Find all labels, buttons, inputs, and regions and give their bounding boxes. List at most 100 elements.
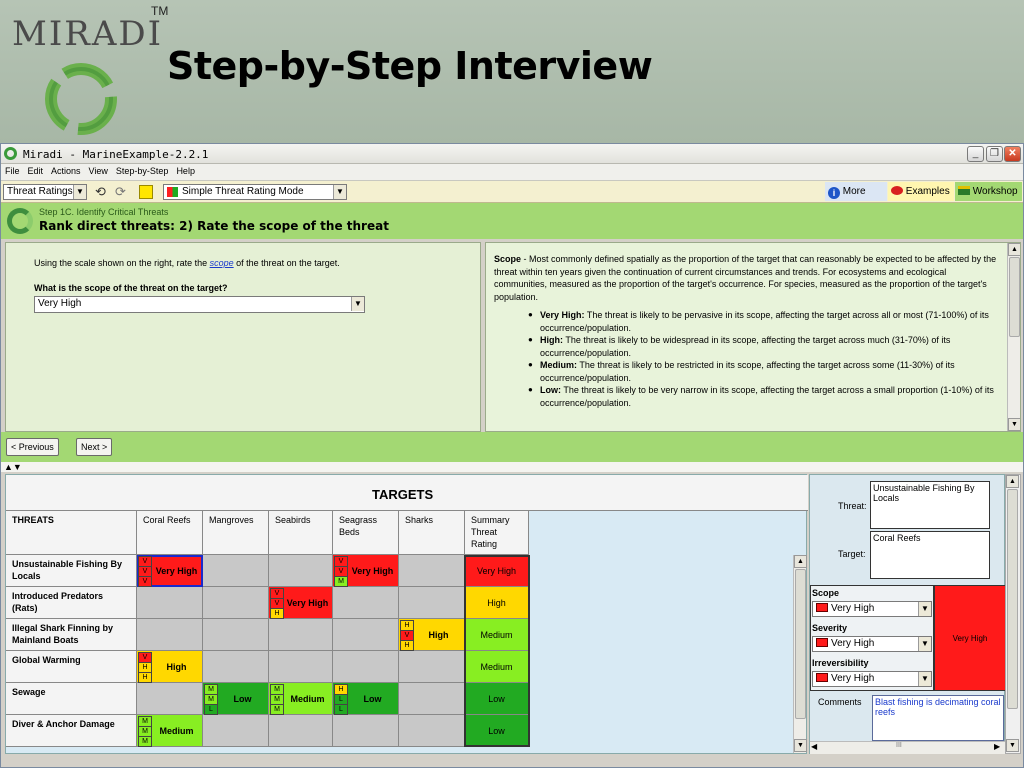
examples-label: Examples — [905, 186, 950, 197]
empty-rating-cell[interactable] — [399, 715, 465, 747]
empty-rating-cell[interactable] — [203, 651, 269, 683]
target-column-header[interactable]: Summary Threat Rating — [465, 511, 529, 555]
view-select[interactable]: Threat Ratings ▼ — [3, 184, 87, 200]
scroll-left-icon[interactable]: ◀ — [811, 742, 818, 751]
scroll-thumb[interactable]: III — [896, 742, 902, 749]
scroll-up-icon[interactable]: ▲ — [1008, 243, 1020, 256]
scope-definition: Scope - Most commonly defined spatially … — [494, 253, 999, 409]
empty-rating-cell[interactable] — [269, 619, 333, 651]
scope-select[interactable]: Very High ▼ — [812, 601, 932, 617]
empty-rating-cell[interactable] — [137, 619, 203, 651]
previous-button[interactable]: < Previous — [6, 438, 59, 456]
empty-rating-cell[interactable] — [399, 683, 465, 715]
mode-select[interactable]: Simple Threat Rating Mode ▼ — [163, 184, 347, 200]
target-column-header[interactable]: Mangroves — [203, 511, 269, 555]
menu-edit[interactable]: Edit — [27, 166, 44, 176]
side-h-scrollbar[interactable]: ◀ III ▶ — [810, 741, 1006, 754]
next-button[interactable]: Next > — [76, 438, 113, 456]
color-swatch-icon[interactable] — [139, 185, 153, 199]
window-titlebar[interactable]: Miradi - MarineExample-2.2.1 _ ❐ ✕ — [1, 144, 1023, 164]
maximize-button[interactable]: ❐ — [986, 146, 1003, 162]
examples-button[interactable]: Examples — [888, 182, 954, 201]
empty-rating-cell[interactable] — [203, 619, 269, 651]
definition-scrollbar[interactable]: ▲ ▼ — [1007, 243, 1020, 431]
workshop-label: Workshop — [972, 186, 1018, 197]
severity-select[interactable]: Very High ▼ — [812, 636, 932, 652]
empty-rating-cell[interactable] — [203, 715, 269, 747]
menu-view[interactable]: View — [88, 166, 108, 176]
scroll-thumb[interactable] — [1007, 489, 1018, 709]
empty-rating-cell[interactable] — [333, 651, 399, 683]
target-column-header[interactable]: Sharks — [399, 511, 465, 555]
comments-field[interactable]: Blast fishing is decimating coral reefs — [872, 695, 1004, 741]
mode-select-value: Simple Threat Rating Mode — [182, 186, 304, 197]
scroll-down-icon[interactable]: ▼ — [794, 739, 807, 752]
minimize-button[interactable]: _ — [967, 146, 984, 162]
menu-actions[interactable]: Actions — [51, 166, 81, 176]
target-column-header[interactable]: Seabirds — [269, 511, 333, 555]
threat-row-header[interactable]: Global Warming — [6, 651, 137, 683]
list-item: High: The threat is likely to be widespr… — [528, 334, 999, 359]
undo-icon[interactable]: ⟲ — [95, 184, 106, 199]
rating-label: Low — [233, 693, 252, 704]
scroll-thumb[interactable] — [795, 569, 806, 719]
empty-rating-cell[interactable] — [203, 555, 269, 587]
empty-rating-cell[interactable] — [269, 715, 333, 747]
threat-row-header[interactable]: Illegal Shark Finning by Mainland Boats — [6, 619, 137, 651]
scroll-down-icon[interactable]: ▼ — [1008, 418, 1020, 431]
close-button[interactable]: ✕ — [1004, 146, 1021, 162]
scroll-right-icon[interactable]: ▶ — [994, 742, 1001, 751]
redo-icon[interactable]: ⟳ — [115, 184, 126, 199]
target-name-field[interactable]: Coral Reefs — [870, 531, 990, 579]
empty-rating-cell[interactable] — [333, 619, 399, 651]
empty-rating-cell[interactable] — [137, 587, 203, 619]
target-column-header[interactable]: Seagrass Beds — [333, 511, 399, 555]
split-divider[interactable]: ▲▼ — [1, 462, 1023, 472]
slide-header — [0, 0, 1024, 143]
empty-rating-cell[interactable] — [399, 555, 465, 587]
rating-label: Very High — [351, 565, 394, 576]
grid-scrollbar[interactable]: ▲ ▼ — [793, 555, 807, 753]
workshop-button[interactable]: Workshop — [955, 182, 1022, 201]
side-panel-scrollbar[interactable]: ▲ ▼ — [1005, 474, 1021, 754]
chevron-down-icon: ▼ — [73, 185, 86, 199]
window-title: Miradi - MarineExample-2.2.1 — [23, 148, 209, 161]
more-info-button[interactable]: i More Info — [825, 182, 887, 216]
step-subtitle: Step 1C. Identify Critical Threats — [39, 207, 169, 217]
empty-rating-cell[interactable] — [269, 651, 333, 683]
threat-name-field[interactable]: Unsustainable Fishing By Locals — [870, 481, 990, 529]
threat-row-header[interactable]: Introduced Predators (Rats) — [6, 587, 137, 619]
empty-rating-cell[interactable] — [137, 683, 203, 715]
scroll-up-icon[interactable]: ▲ — [794, 555, 807, 568]
scope-answer-select[interactable]: Very High ▼ — [34, 296, 365, 313]
empty-rating-cell[interactable] — [203, 587, 269, 619]
scroll-up-icon[interactable]: ▲ — [1006, 475, 1019, 488]
threat-row-header[interactable]: Unsustainable Fishing By Locals — [6, 555, 137, 587]
menu-help[interactable]: Help — [176, 166, 195, 176]
chevron-down-icon: ▼ — [918, 602, 931, 616]
scroll-down-icon[interactable]: ▼ — [1006, 739, 1019, 752]
empty-rating-cell[interactable] — [269, 555, 333, 587]
threat-row-header[interactable]: Diver & Anchor Damage — [6, 715, 137, 747]
scope-link[interactable]: scope — [209, 258, 234, 268]
threat-row-header[interactable]: Sewage — [6, 683, 137, 715]
empty-rating-cell[interactable] — [333, 715, 399, 747]
scroll-thumb[interactable] — [1009, 257, 1020, 337]
empty-rating-cell[interactable] — [399, 651, 465, 683]
empty-rating-cell[interactable] — [399, 587, 465, 619]
irreversibility-select[interactable]: Very High ▼ — [812, 671, 932, 687]
bullet-term: Very High: — [540, 310, 585, 320]
target-column-header[interactable]: Coral Reefs — [137, 511, 203, 555]
empty-rating-cell[interactable] — [333, 587, 399, 619]
menu-file[interactable]: File — [5, 166, 20, 176]
menu-step-by-step[interactable]: Step-by-Step — [115, 166, 169, 176]
